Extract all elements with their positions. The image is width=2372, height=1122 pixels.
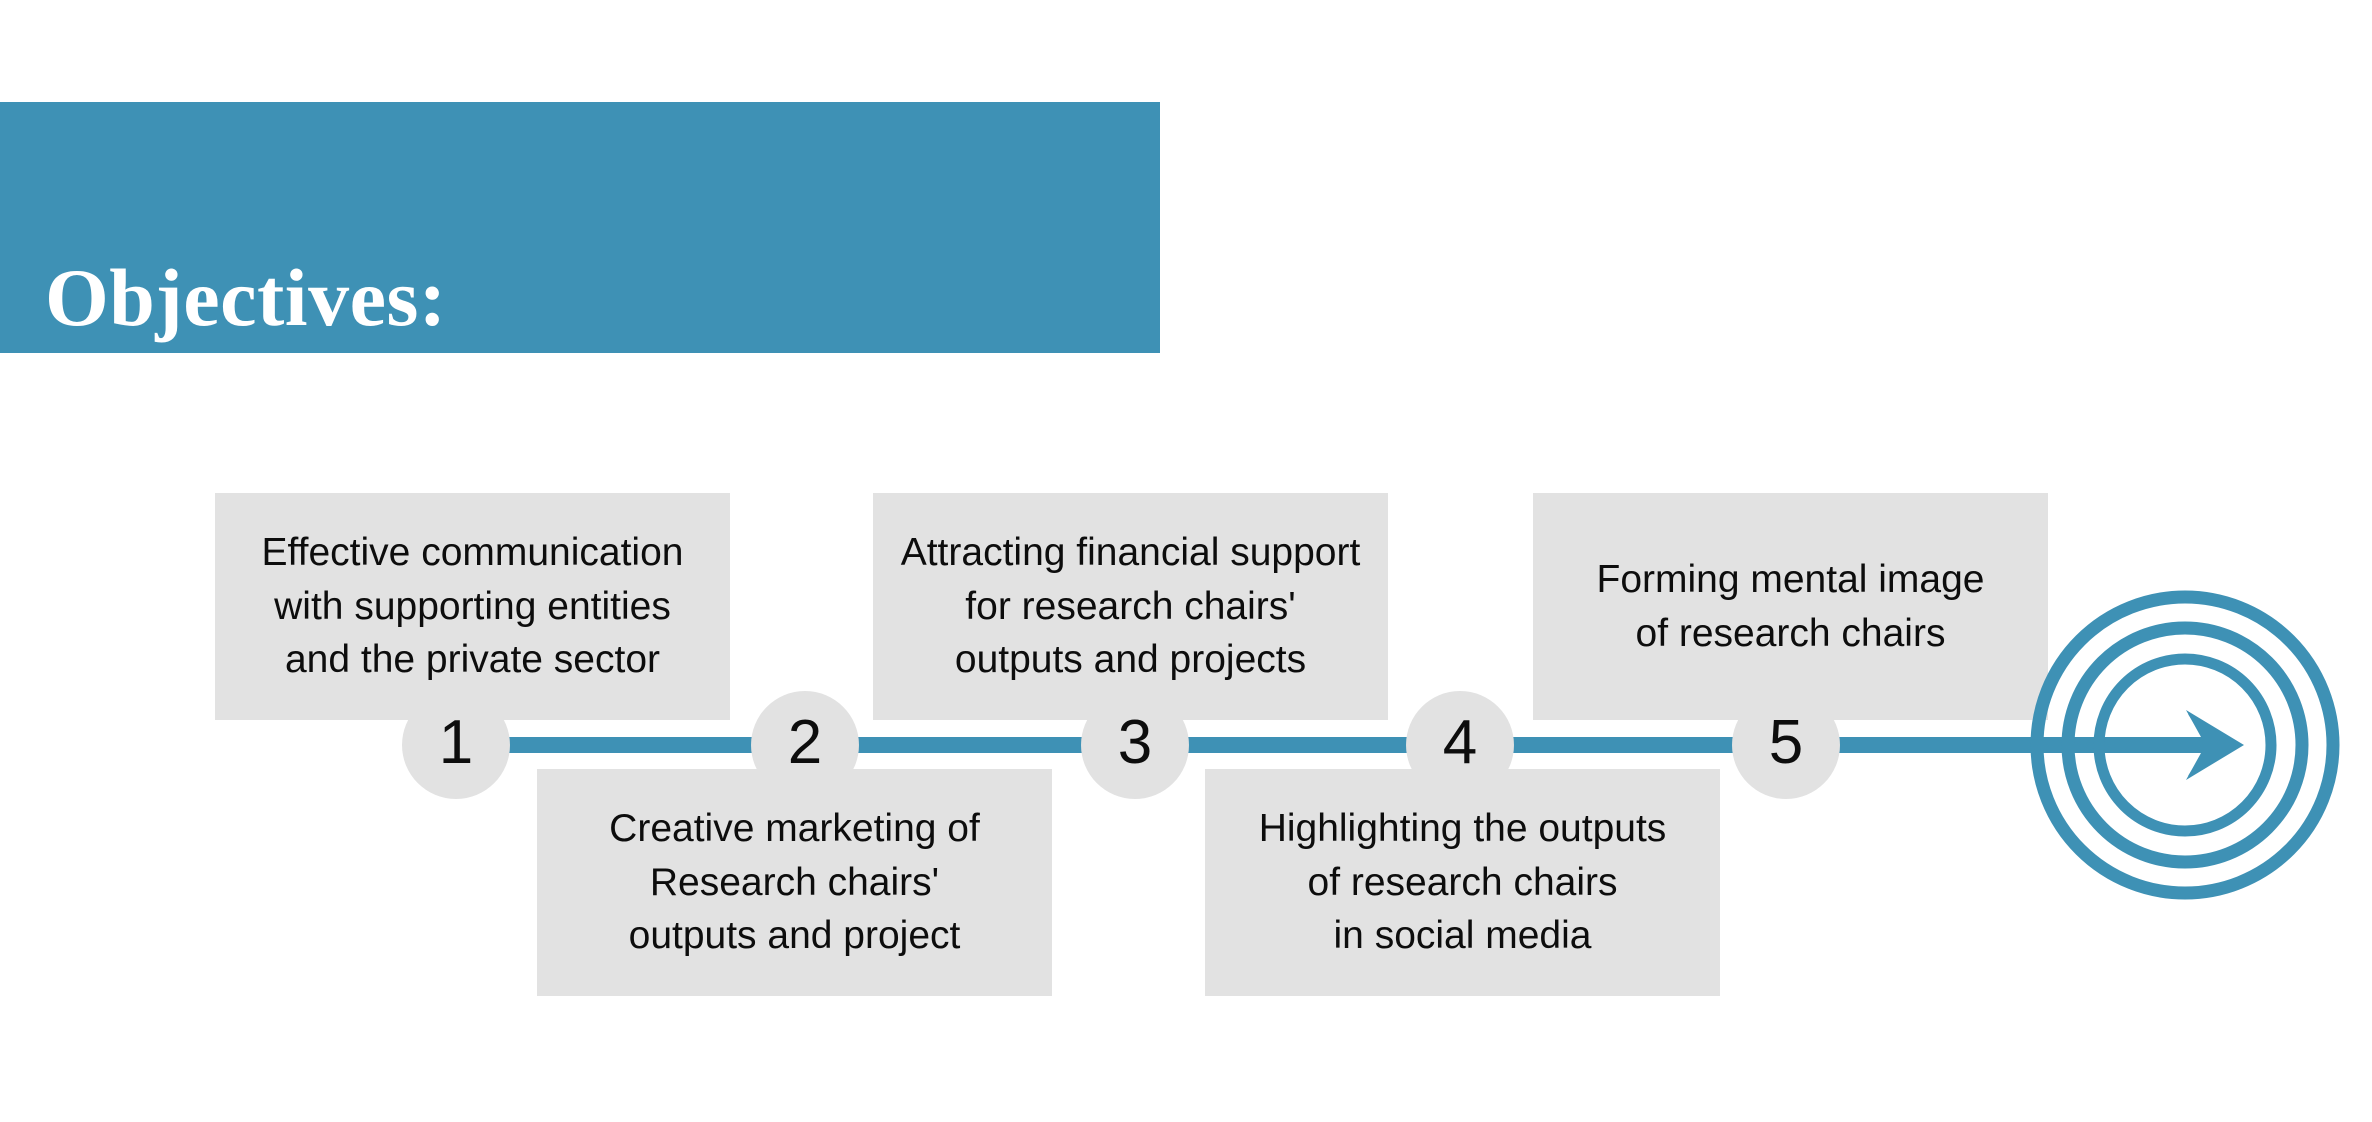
step-marker-5[interactable]: 5 (1732, 691, 1840, 799)
timeline-track-segment-2 (855, 737, 1083, 753)
step-marker-4[interactable]: 4 (1406, 691, 1514, 799)
timeline-track-segment-4 (1510, 737, 1736, 753)
step-caption-3-text: Attracting financial support for researc… (900, 530, 1361, 682)
step-caption-5[interactable]: Forming mental image of research chairs (1533, 493, 2048, 720)
step-marker-2-label: 2 (787, 708, 823, 777)
step-caption-1[interactable]: Effective communication with supporting … (215, 493, 730, 720)
timeline-track-segment-1 (506, 737, 754, 753)
step-marker-1-label: 1 (438, 708, 474, 777)
step-caption-4-text: Highlighting the outputs of research cha… (1258, 806, 1667, 958)
step-caption-4[interactable]: Highlighting the outputs of research cha… (1205, 769, 1720, 996)
step-marker-2[interactable]: 2 (751, 691, 859, 799)
target-bullseye-arrow-icon (2030, 590, 2340, 900)
page-title: Objectives: (45, 252, 447, 343)
timeline-track-segment-5 (1838, 737, 2208, 753)
step-caption-2[interactable]: Creative marketing of Research chairs' o… (537, 769, 1052, 996)
step-marker-5-label: 5 (1768, 708, 1804, 777)
title-banner: Objectives: (0, 102, 1160, 353)
step-caption-5-text: Forming mental image of research chairs (1596, 557, 1985, 655)
step-marker-1[interactable]: 1 (402, 691, 510, 799)
timeline-track-segment-3 (1185, 737, 1409, 753)
step-caption-3[interactable]: Attracting financial support for researc… (873, 493, 1388, 720)
step-marker-3-label: 3 (1117, 708, 1153, 777)
step-caption-1-text: Effective communication with supporting … (261, 530, 684, 682)
step-marker-3[interactable]: 3 (1081, 691, 1189, 799)
step-marker-4-label: 4 (1442, 708, 1478, 777)
step-caption-2-text: Creative marketing of Research chairs' o… (609, 806, 980, 958)
